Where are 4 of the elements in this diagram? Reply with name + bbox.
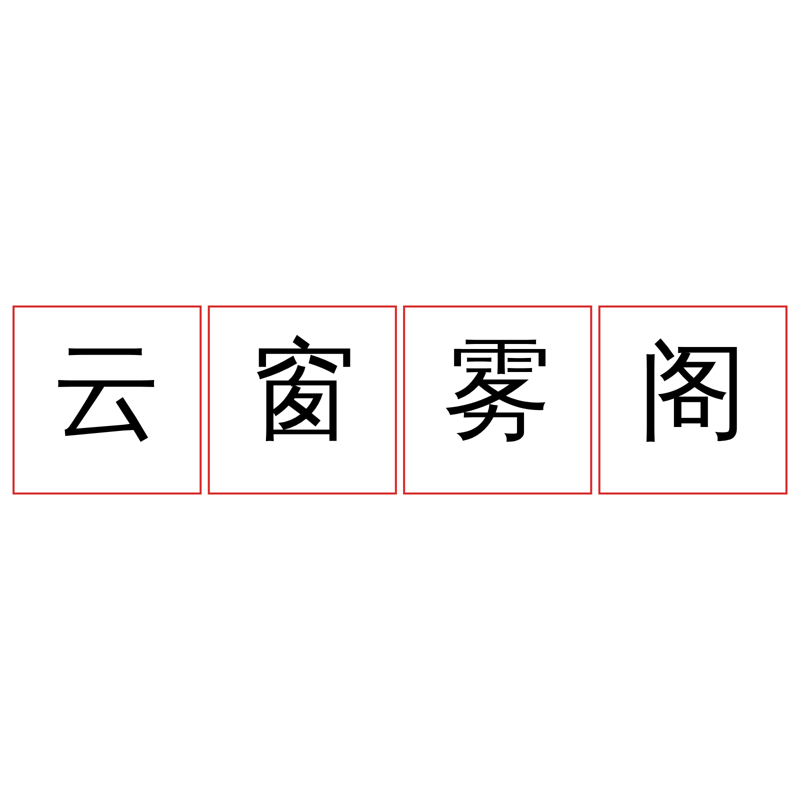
node-box: 窗 xyxy=(208,305,397,495)
node-box: 阁 xyxy=(598,305,788,495)
node-box: 云 xyxy=(12,305,202,495)
node-box: 雾 xyxy=(403,305,592,495)
